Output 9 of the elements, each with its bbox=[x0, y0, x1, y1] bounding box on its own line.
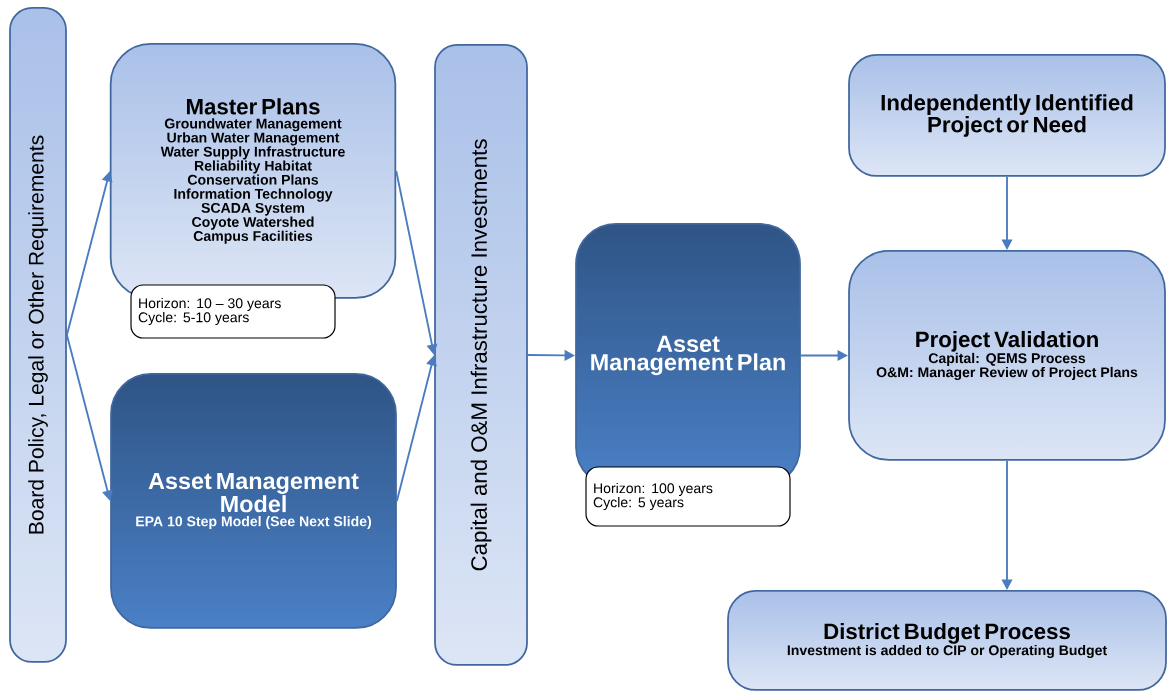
band: Capital and O&M Infrastructure Investments bbox=[434, 44, 528, 666]
band: Board Policy, Legal or Other Requirements bbox=[9, 7, 67, 663]
model-box: Asset Management Model EPA 10 Step Model (See Next Slide) bbox=[110, 373, 397, 629]
note-box: Horizon: 100 years Cycle: 5 years bbox=[585, 466, 791, 527]
note-box: Horizon: 10 – 30 years Cycle: 5-10 years bbox=[130, 284, 336, 339]
process-box: Project Validation Capital: QEMS Process O&M: Manager Review of Project Plans bbox=[848, 250, 1166, 461]
process-box: District Budget Process Investment is added to CIP or Operating Budget bbox=[727, 590, 1167, 691]
process-box: Independently Identified Project or Need bbox=[848, 54, 1166, 177]
plan-box: Master Plans Groundwater Management Urban Water Management Water Supply Infrastructure Reliability Habitat Conservation Plans Information Technology SCADA System Coyote Watershed Campus Facilities bbox=[109, 43, 397, 299]
